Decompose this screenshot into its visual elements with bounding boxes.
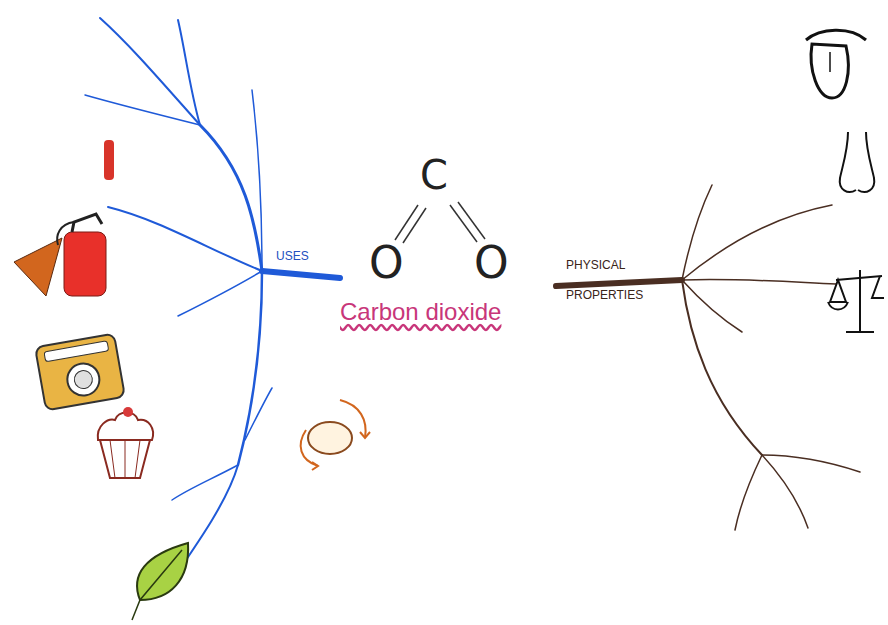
double-bonds	[395, 202, 485, 243]
nose-icon	[840, 132, 875, 192]
branch-label: PHYSICAL PROPERTIES	[566, 250, 662, 310]
central-topic: Carbon dioxide	[340, 298, 501, 326]
photosynthesis-icon	[301, 400, 370, 470]
bottle-icon	[104, 140, 114, 180]
weighing-scale-icon	[828, 270, 884, 332]
branch-label: USES	[276, 250, 309, 264]
property-branches	[556, 185, 860, 530]
washing-machine-icon	[35, 334, 125, 411]
fire-extinguisher-icon	[14, 214, 106, 296]
tongue-icon	[806, 30, 866, 98]
carbon-atom: C	[420, 152, 448, 198]
cupcake-icon	[98, 407, 153, 478]
oxygen-atom: O	[474, 238, 509, 289]
leaf-icon	[132, 543, 188, 620]
uses-branches	[85, 18, 340, 595]
oxygen-atom: O	[369, 238, 404, 289]
